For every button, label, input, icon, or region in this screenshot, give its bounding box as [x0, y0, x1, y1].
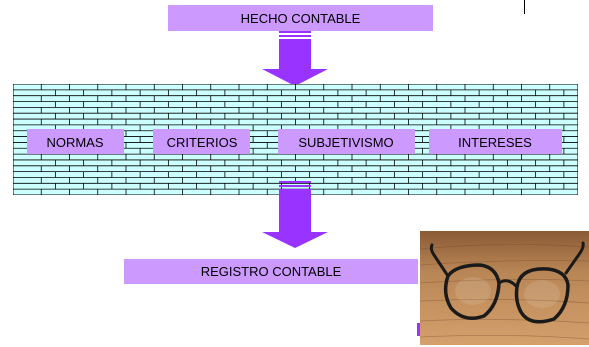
small-purple-square: [417, 323, 422, 336]
filter-box-intereses: [429, 129, 562, 154]
corner-tick-mark: [524, 0, 525, 14]
down-arrow-bottom-icon: [262, 181, 328, 248]
eyeglasses-photo: [420, 231, 589, 345]
filter-box-criterios: [153, 129, 250, 154]
filter-grid: NORMAS CRITERIOS SUBJETIVISMO INTERESES: [13, 84, 578, 195]
filter-label-intereses: INTERESES: [458, 135, 532, 150]
filter-box-subjetivismo: [278, 129, 415, 154]
registro-contable-label: REGISTRO CONTABLE: [200, 264, 342, 279]
filter-label-criterios: CRITERIOS: [167, 135, 238, 150]
filter-box-normas: [27, 129, 124, 154]
down-arrow-top-icon: [262, 31, 328, 86]
registro-contable-box: REGISTRO CONTABLE: [124, 259, 418, 284]
hecho-contable-label: HECHO CONTABLE: [240, 10, 361, 26]
filter-label-normas: NORMAS: [46, 135, 103, 150]
hecho-contable-box: HECHO CONTABLE: [168, 5, 433, 31]
filter-label-subjetivismo: SUBJETIVISMO: [298, 135, 393, 150]
